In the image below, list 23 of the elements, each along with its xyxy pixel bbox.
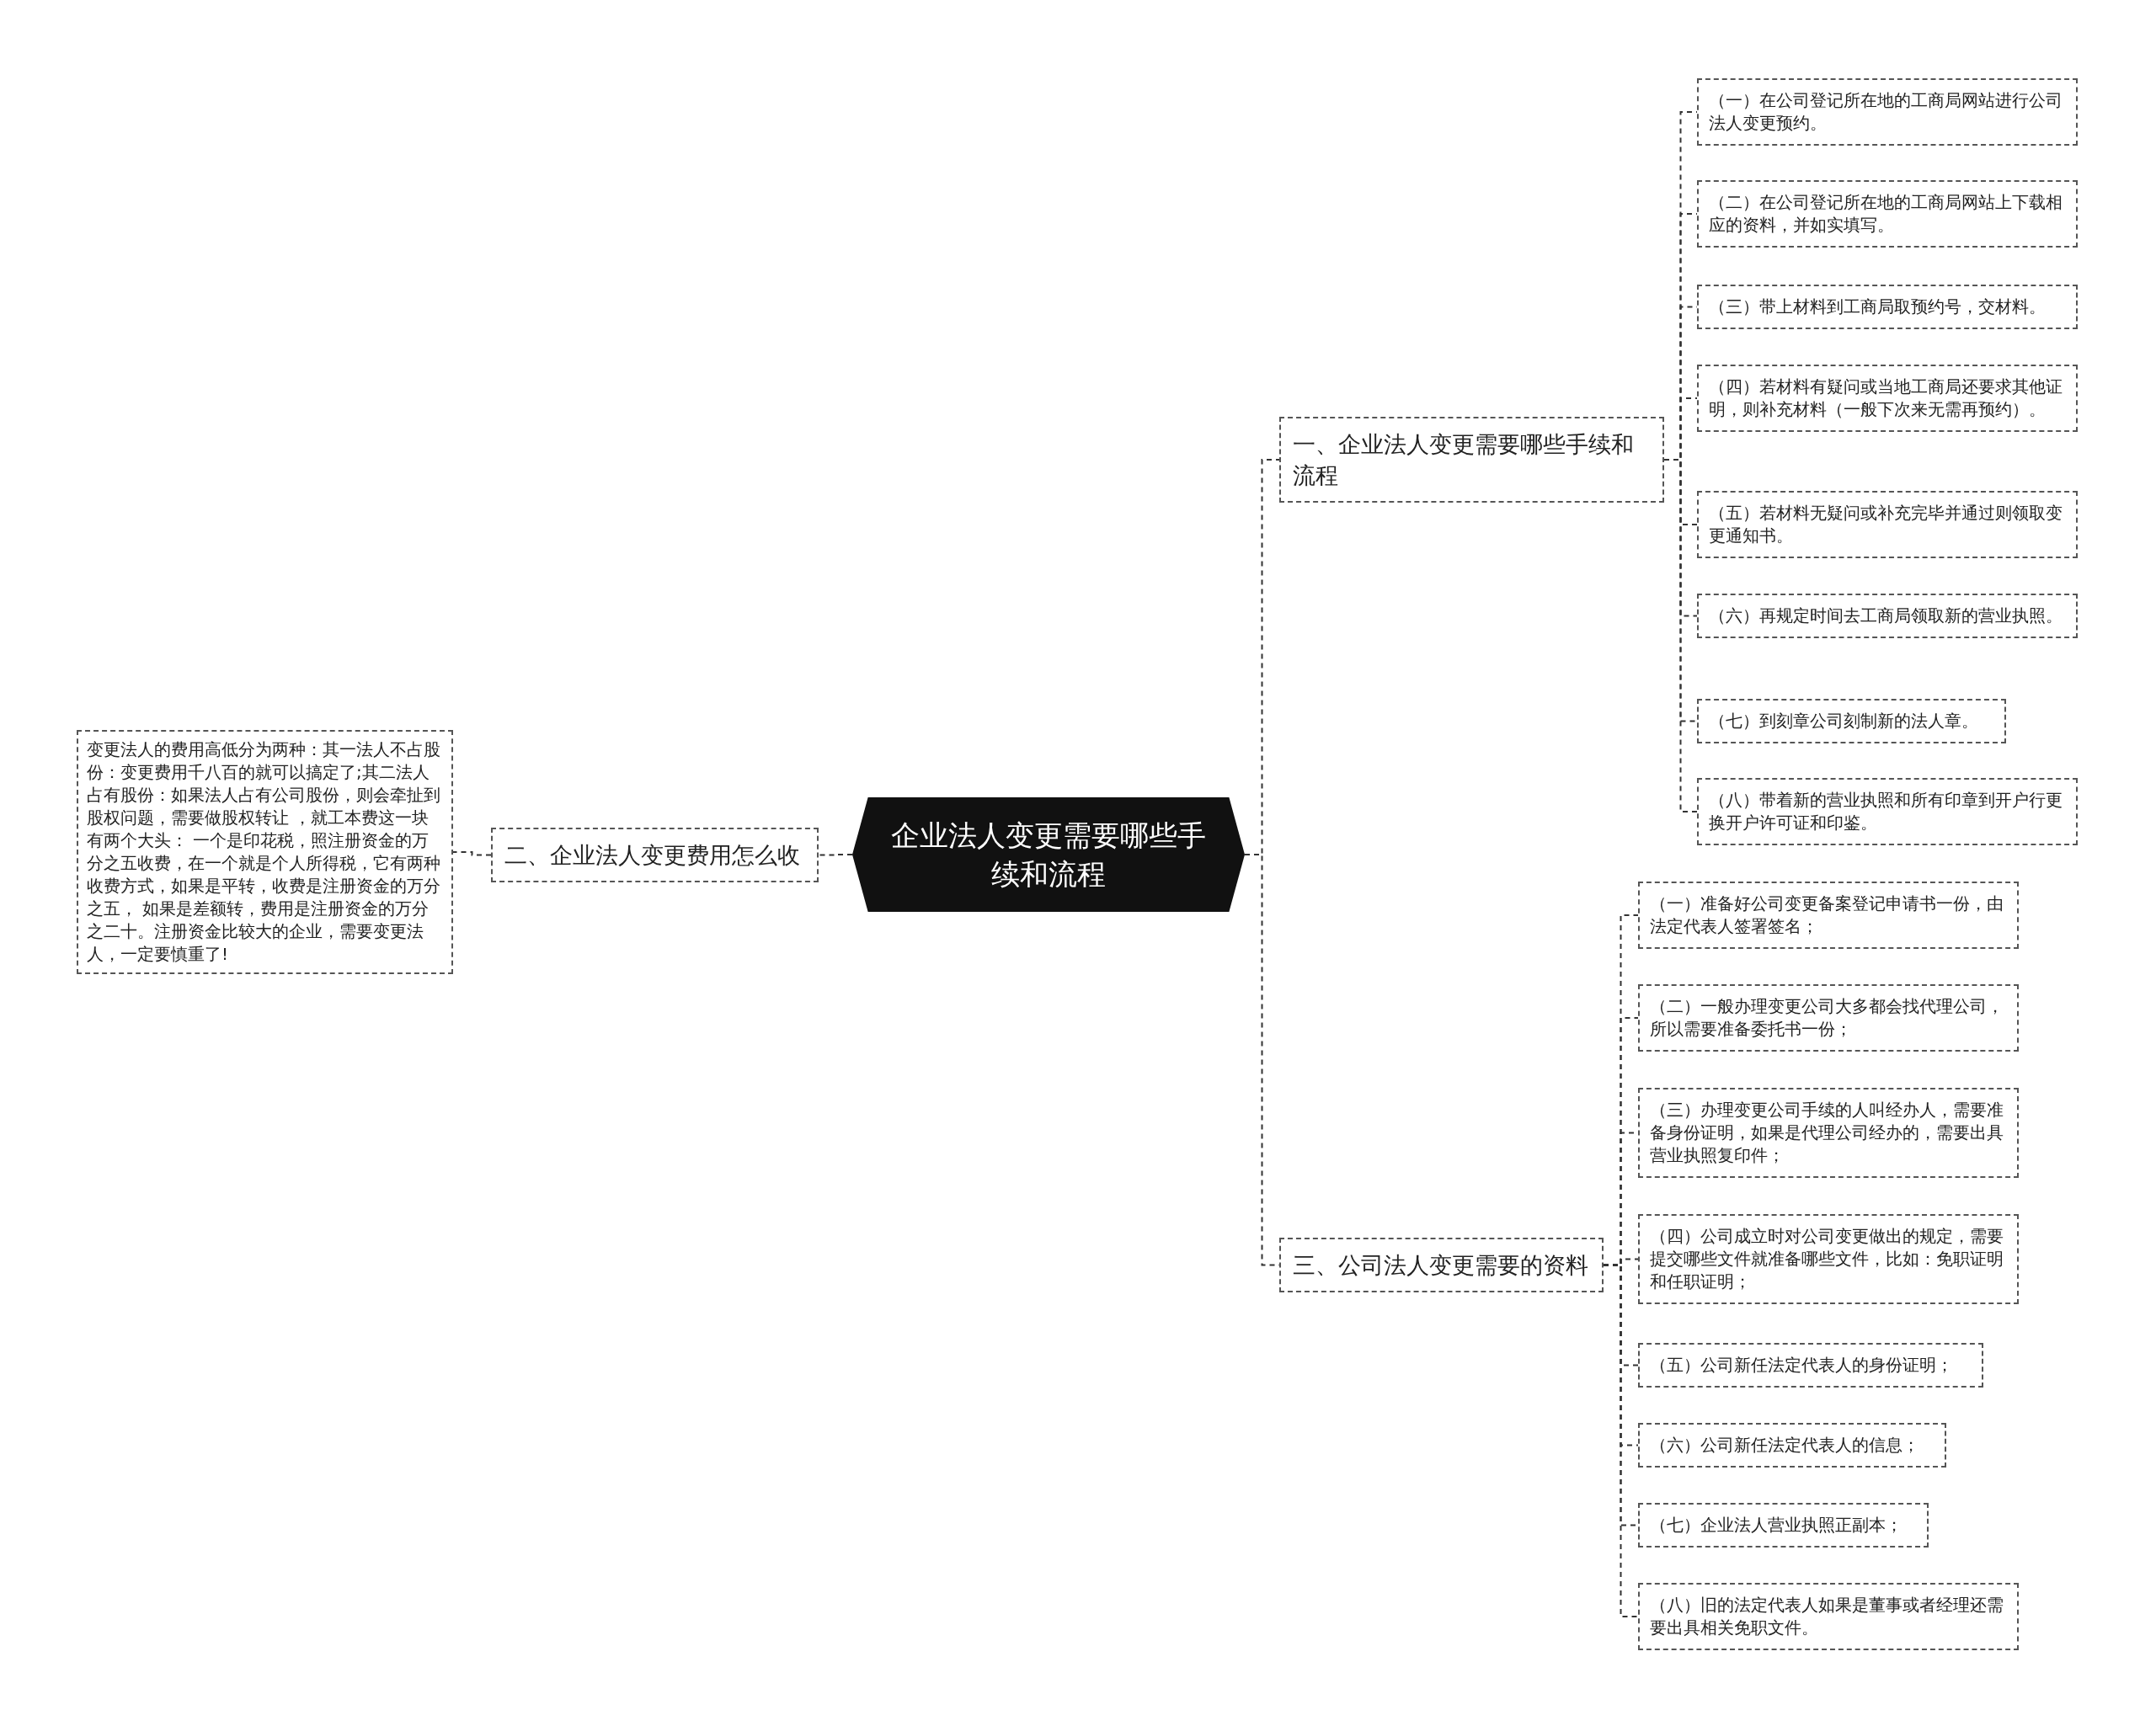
root-topic: 企业法人变更需要哪些手续和流程: [852, 797, 1245, 912]
subtopic: （七）到刻章公司刻制新的法人章。: [1697, 699, 2006, 743]
connector-line: [818, 854, 853, 856]
branch-topic: 一、企业法人变更需要哪些手续和流程: [1279, 417, 1664, 503]
subtopic: （五）公司新任法定代表人的身份证明；: [1638, 1343, 1983, 1388]
subtopic: （三）带上材料到工商局取预约号，交材料。: [1697, 285, 2078, 329]
connector-line: [452, 851, 492, 856]
subtopic: （六）公司新任法定代表人的信息；: [1638, 1423, 1946, 1468]
subtopic: （四）若材料有疑问或当地工商局还要求其他证明，则补充材料（一般下次来无需再预约）。: [1697, 365, 2078, 432]
subtopic: （二）在公司登记所在地的工商局网站上下载相应的资料，并如实填写。: [1697, 180, 2078, 248]
branch-topic: 二、企业法人变更费用怎么收: [491, 828, 819, 882]
subtopic: （六）再规定时间去工商局领取新的营业执照。: [1697, 594, 2078, 638]
subtopic: （一）在公司登记所在地的工商局网站进行公司法人变更预约。: [1697, 78, 2078, 146]
subtopic: （二）一般办理变更公司大多都会找代理公司，所以需要准备委托书一份；: [1638, 984, 2019, 1052]
subtopic: （七）企业法人营业执照正副本；: [1638, 1503, 1929, 1548]
subtopic: （三）办理变更公司手续的人叫经办人，需要准备身份证明，如果是代理公司经办的，需要出具营业执照复印件；: [1638, 1088, 2019, 1178]
subtopic: （八）旧的法定代表人如果是董事或者经理还需要出具相关免职文件。: [1638, 1583, 2019, 1650]
subtopic: （五）若材料无疑问或补充完毕并通过则领取变更通知书。: [1697, 491, 2078, 558]
subtopic: （四）公司成立时对公司变更做出的规定，需要提交哪些文件就准备哪些文件，比如：免职证明和任职证明；: [1638, 1214, 2019, 1304]
note-box: 变更法人的费用高低分为两种：其一法人不占股份：变更费用千八百的就可以搞定了;其二法人占有股份：如果法人占有公司股份，则会牵扯到股权问题，需要做股权转让 ，就工本费这一块有两个大头： 一个是印花税，照注册资金的万分之五收费，在一个就是个人所得税，它有两种收费方式，如果是平转，收费是注册资金的万分之五， 如果是差额转，费用是注册资金的万分之二十。注册资金比较大的企业，需要变更法人，一定要慎重了!: [77, 730, 453, 974]
branch-topic: 三、公司法人变更需要的资料: [1279, 1238, 1604, 1292]
subtopic: （一）准备好公司变更备案登记申请书一份，由法定代表人签署签名；: [1638, 882, 2019, 949]
subtopic: （八）带着新的营业执照和所有印章到开户行更换开户许可证和印鉴。: [1697, 778, 2078, 845]
